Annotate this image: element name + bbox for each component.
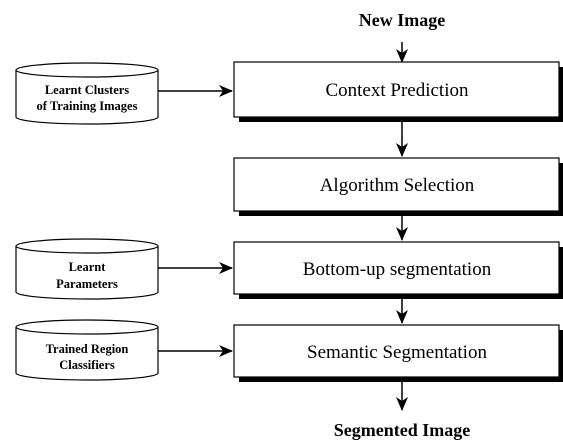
data-store-trained-classifiers: Trained Region Classifiers xyxy=(15,319,159,381)
step-box-algorithm-selection: Algorithm Selection xyxy=(233,157,563,216)
step-label: Bottom-up segmentation xyxy=(303,259,492,280)
step-box-bottom-up-segmentation: Bottom-up segmentation xyxy=(233,241,563,299)
step-label: Semantic Segmentation xyxy=(307,342,487,363)
data-store-label-line2: Parameters xyxy=(56,277,118,291)
data-store-label-line1: Trained Region xyxy=(46,342,129,356)
step-label: Algorithm Selection xyxy=(320,175,475,196)
step-box-semantic-segmentation: Semantic Segmentation xyxy=(233,324,563,382)
data-store-learnt-clusters: Learnt Clusters of Training Images xyxy=(15,62,159,125)
step-box-context-prediction: Context Prediction xyxy=(233,61,563,122)
data-store-label-line2: of Training Images xyxy=(37,99,138,113)
data-store-learnt-parameters: Learnt Parameters xyxy=(15,238,159,300)
data-store-label-line1: Learnt Clusters xyxy=(45,83,129,97)
data-store-label-line1: Learnt xyxy=(69,260,107,274)
data-store-label-line2: Classifiers xyxy=(59,358,115,372)
input-label: New Image xyxy=(359,10,445,30)
output-label: Segmented Image xyxy=(334,420,470,440)
step-label: Context Prediction xyxy=(325,80,469,101)
